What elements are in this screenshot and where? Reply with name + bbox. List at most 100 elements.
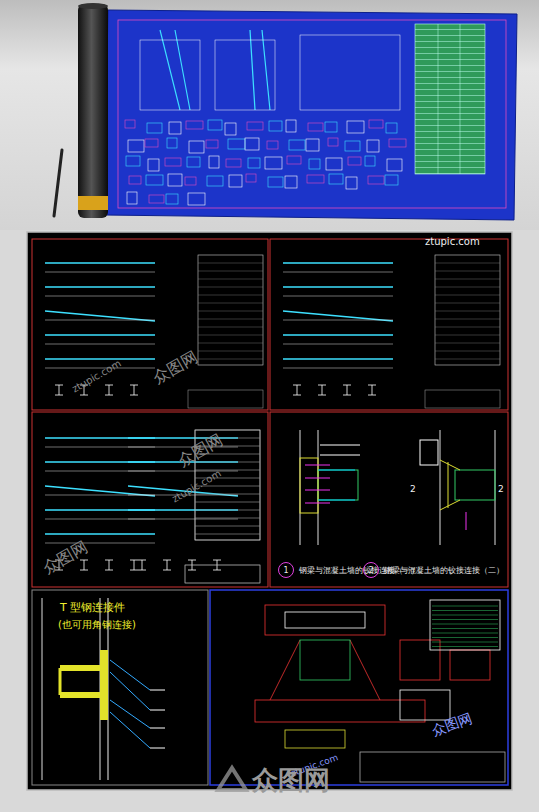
blueprint-frame	[300, 35, 400, 110]
blueprint-detail	[308, 123, 323, 131]
table-row	[198, 343, 263, 344]
table-row	[435, 303, 500, 304]
panel-frame	[270, 412, 508, 587]
blueprint-detail	[229, 175, 242, 187]
blueprint-detail	[226, 159, 241, 167]
callout-number: 1	[278, 562, 294, 578]
blueprint-detail	[267, 141, 278, 149]
table-row	[435, 295, 500, 296]
blueprint-frame	[215, 40, 275, 110]
table-row	[435, 263, 500, 264]
table-row	[195, 494, 260, 495]
title-block	[425, 390, 500, 408]
blueprint-detail	[387, 159, 402, 171]
detail-caption: 钢梁与混凝土墙的铰接连接（二）	[384, 565, 504, 576]
blueprint-detail	[385, 175, 398, 185]
blueprint-detail	[286, 120, 296, 132]
blueprint-detail	[186, 121, 203, 129]
table-row	[435, 359, 500, 360]
table-row	[195, 534, 260, 535]
table-row	[198, 303, 263, 304]
blueprint-detail	[146, 175, 163, 185]
table-row	[195, 526, 260, 527]
blueprint-detail	[265, 157, 282, 169]
logo-mark	[218, 768, 246, 790]
panel-frame	[32, 590, 208, 785]
dimension-line	[45, 543, 155, 544]
blueprint-detail	[307, 175, 324, 183]
table-row	[198, 279, 263, 280]
watermark: ztupic.com	[70, 358, 123, 395]
blueprint-detail	[206, 140, 218, 148]
section-mark	[293, 385, 301, 395]
title-block	[188, 390, 263, 408]
blueprint-detail	[208, 120, 222, 130]
title-block	[185, 565, 260, 583]
blueprint-detail	[165, 158, 181, 166]
blueprint-detail	[287, 156, 301, 164]
blueprint-column	[175, 30, 190, 110]
section-mark	[138, 560, 146, 570]
table-row	[195, 470, 260, 471]
blueprint-detail	[127, 192, 137, 204]
blueprint-detail	[187, 157, 200, 167]
beam-line	[45, 334, 155, 336]
table-row	[432, 642, 498, 643]
section-mark	[163, 560, 171, 570]
blueprint-detail	[247, 122, 263, 130]
dimension-line	[283, 272, 393, 273]
blueprint-detail	[189, 141, 204, 153]
beam-line	[45, 286, 155, 288]
panel-frame	[270, 239, 508, 410]
section-mark	[105, 385, 113, 395]
table-row	[198, 287, 263, 288]
blueprint-detail	[167, 138, 177, 148]
section-mark	[80, 560, 88, 570]
section-mark	[105, 560, 113, 570]
dimension-line	[45, 320, 155, 321]
blueprint-detail	[209, 156, 219, 168]
table-row	[198, 327, 263, 328]
blueprint-detail	[289, 140, 305, 150]
node-detail	[255, 600, 505, 782]
blueprint-detail	[149, 195, 164, 203]
drawing-title: (也可用角钢连接)	[58, 619, 136, 630]
table-row	[432, 619, 498, 620]
table-row	[195, 510, 260, 511]
blueprint-detail	[185, 177, 196, 185]
section-number: 2	[410, 485, 416, 495]
table-row	[432, 646, 498, 647]
site-url: ztupic.com	[425, 236, 480, 247]
detail-callout: 2钢梁与混凝土墙的铰接连接（二）	[361, 560, 506, 580]
table-row	[435, 343, 500, 344]
blueprint-detail	[268, 177, 283, 187]
beam-details	[45, 255, 500, 583]
table-row	[198, 311, 263, 312]
table-row	[432, 610, 498, 611]
table-row	[195, 502, 260, 503]
blueprint-table	[415, 24, 485, 174]
blueprint-detail	[147, 123, 162, 133]
section-mark	[368, 385, 376, 395]
blueprint-column	[262, 30, 270, 110]
blueprint-detail	[168, 174, 182, 186]
panel-frame	[32, 239, 268, 410]
blueprint-detail	[285, 176, 297, 188]
steel-table	[198, 255, 263, 365]
table-row	[198, 335, 263, 336]
dimension-line	[128, 519, 238, 520]
blueprint-detail	[365, 156, 375, 166]
blueprint-detail	[329, 174, 343, 184]
table-row	[195, 470, 260, 471]
blueprint-detail	[368, 176, 384, 184]
blueprint-detail	[145, 139, 158, 147]
table-row	[195, 518, 260, 519]
dimension-line	[283, 344, 393, 345]
blueprint-sheet	[104, 10, 517, 220]
table-row	[198, 359, 263, 360]
panel-frame	[210, 590, 508, 785]
blueprint-detail	[125, 120, 135, 128]
blueprint-detail	[128, 140, 144, 152]
blueprint-detail	[246, 174, 256, 182]
